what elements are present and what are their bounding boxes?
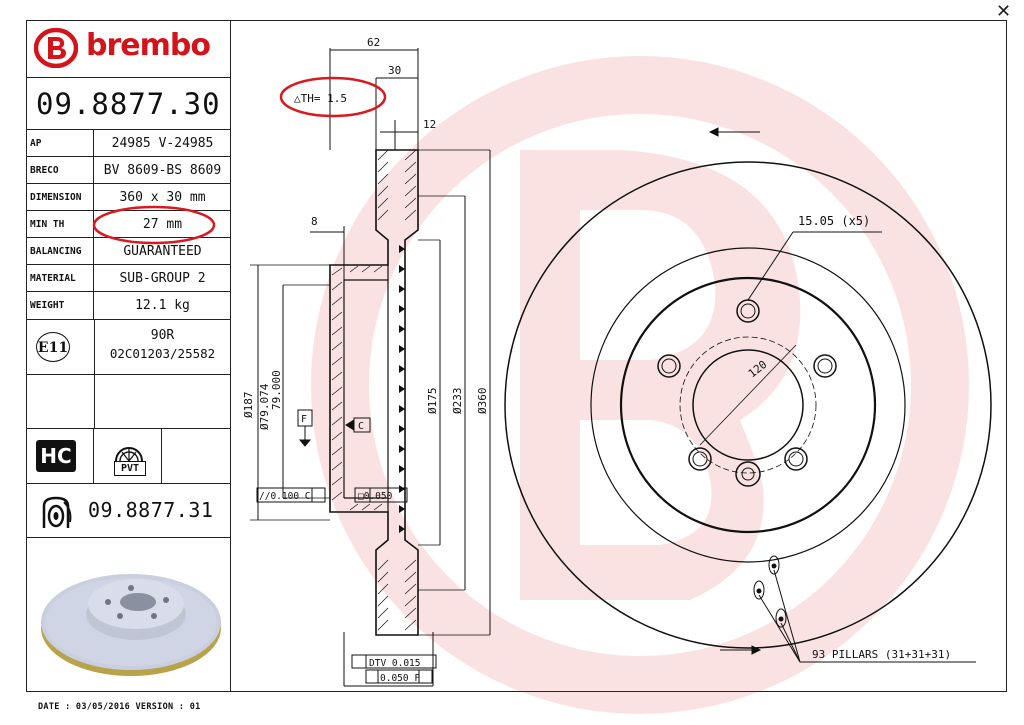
spec-value: SUB-GROUP 2: [119, 271, 206, 286]
spec-key: MATERIAL: [26, 265, 94, 291]
spec-row: AP 24985 V-24985: [26, 130, 231, 157]
dim-d187: Ø187: [242, 392, 255, 419]
brand-name: brembo: [86, 28, 211, 63]
spec-row: BRECO BV 8609-BS 8609: [26, 157, 231, 184]
datum-c: C: [358, 421, 364, 432]
spec-value: 360 x 30 mm: [119, 190, 206, 205]
th-highlight: [279, 76, 387, 118]
hc-icon: HC: [36, 440, 76, 472]
rear-disc-icon: [42, 496, 72, 528]
dim-62: 62: [367, 36, 380, 49]
tolerance-dtv: DTV 0.015: [369, 658, 420, 669]
homologation-line1: 90R: [150, 328, 175, 343]
blank-row: [26, 375, 231, 429]
spec-key: WEIGHT: [26, 292, 94, 319]
spec-key: BRECO: [26, 157, 94, 183]
spec-value: 24985 V-24985: [111, 136, 214, 151]
rear-part-number: 09.8877.31: [88, 498, 214, 522]
spec-row: MATERIAL SUB-GROUP 2: [26, 265, 231, 292]
spec-key: DIMENSION: [26, 184, 94, 210]
title-block: brembo 09.8877.30 AP 24985 V-24985 BRECO…: [26, 20, 231, 692]
close-icon[interactable]: ✕: [996, 1, 1012, 22]
part-number: 09.8877.30: [26, 78, 231, 130]
spec-row: BALANCING GUARANTEED: [26, 238, 231, 265]
feature-icons-row: HC PVT: [26, 429, 231, 484]
spec-value: BV 8609-BS 8609: [103, 163, 222, 178]
dim-d233: Ø233: [451, 388, 464, 415]
tolerance-runout: 0.050 F: [380, 673, 420, 684]
dim-d79a: Ø79.074: [258, 383, 271, 430]
th-label: △TH= 1.5: [294, 92, 347, 105]
disc-product-image: [41, 574, 221, 676]
pvt-label: PVT: [114, 461, 146, 476]
spec-value: GUARANTEED: [123, 244, 202, 259]
homologation-line2: 02C01203/25582: [109, 346, 216, 361]
spec-value: 27 mm: [142, 217, 183, 232]
dim-12: 12: [423, 118, 436, 131]
pcd-label: 120: [746, 358, 770, 380]
hole-label: 15.05 (x5): [798, 214, 870, 228]
dim-d360: Ø360: [476, 388, 489, 415]
e11-badge: E11: [36, 332, 70, 362]
drawing-frame: [26, 20, 1007, 692]
dim-d79b: 79.000: [270, 370, 283, 410]
pvt-icon: [115, 447, 143, 462]
dim-8: 8: [311, 215, 318, 228]
tolerance-flatness: □0.050: [358, 491, 393, 502]
spec-key: AP: [26, 130, 94, 156]
datum-f: F: [301, 414, 307, 425]
date-version: DATE : 03/05/2016 VERSION : 01: [38, 702, 201, 712]
min-th-highlight: [92, 205, 216, 245]
rear-disc-row: 09.8877.31: [26, 484, 231, 538]
spec-row: WEIGHT 12.1 kg: [26, 292, 231, 320]
spec-key: BALANCING: [26, 238, 94, 264]
tolerance-parallel: //0.100 C: [259, 491, 310, 502]
spec-row: DIMENSION 360 x 30 mm: [26, 184, 231, 211]
pillars-label: 93 PILLARS (31+31+31): [812, 648, 951, 661]
dim-30: 30: [388, 64, 401, 77]
homologation-row: E11 90R 02C01203/25582: [26, 320, 231, 375]
spec-value: 12.1 kg: [135, 298, 190, 313]
brembo-logo-icon: [34, 28, 78, 68]
brembo-logo: brembo: [26, 20, 231, 78]
dim-d175: Ø175: [426, 388, 439, 415]
